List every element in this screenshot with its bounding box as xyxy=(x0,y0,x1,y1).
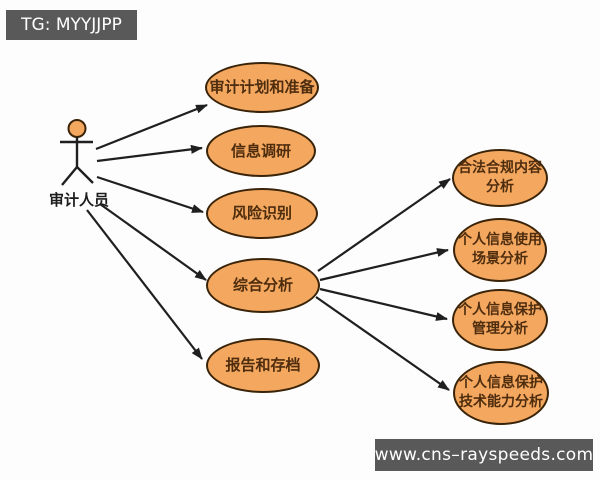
arrow-comprehensive-to-legal-compliance xyxy=(317,178,451,272)
usecase-comprehensive-analysis: 综合分析 xyxy=(206,258,320,313)
arrow-actor-to-audit-planning xyxy=(95,103,208,151)
arrow-actor-to-report-archive xyxy=(86,209,203,360)
usecase-label: 报告和存档 xyxy=(225,356,301,374)
usecase-protection-technical-analysis: 个人信息保护 技术能力分析 xyxy=(453,361,549,425)
arrow-comprehensive-to-protection-technical xyxy=(315,296,450,391)
usecase-label: 个人信息保护 技术能力分析 xyxy=(459,375,543,410)
usecase-risk-identification: 风险识别 xyxy=(206,188,318,239)
arrow-actor-to-comprehensive-analysis xyxy=(99,203,207,281)
usecase-label: 个人信息使用 场景分析 xyxy=(458,232,542,267)
arrow-comprehensive-to-protection-management xyxy=(319,287,448,321)
usecase-label: 综合分析 xyxy=(232,276,293,294)
usecase-info-research: 信息调研 xyxy=(206,125,316,177)
usecase-protection-management-analysis: 个人信息保护 管理分析 xyxy=(452,289,548,351)
actor-label: 审计人员 xyxy=(48,191,109,209)
usecase-label: 审计计划和准备 xyxy=(209,78,315,96)
actor-figure xyxy=(60,119,94,186)
actor-head xyxy=(67,119,87,138)
usecase-label: 信息调研 xyxy=(230,141,291,160)
usecase-legal-compliance-analysis: 合法合规内容 分析 xyxy=(452,149,548,207)
arrow-comprehensive-to-usage-scenario xyxy=(319,248,449,282)
arrow-actor-to-info-research xyxy=(96,144,203,163)
actor-leg-left xyxy=(61,166,78,186)
arrow-actor-to-risk-identification xyxy=(96,175,204,214)
usecase-report-archive: 报告和存档 xyxy=(206,338,320,393)
usecase-usage-scenario-analysis: 个人信息使用 场景分析 xyxy=(453,218,547,282)
actor-leg-right xyxy=(76,166,94,184)
usecase-label: 合法合规内容 分析 xyxy=(458,160,542,195)
usecase-audit-planning: 审计计划和准备 xyxy=(205,62,319,113)
usecase-label: 个人信息保护 管理分析 xyxy=(458,302,542,337)
watermark-top-left: TG: MYYJJPP xyxy=(6,10,137,40)
usecase-label: 风险识别 xyxy=(231,204,292,222)
watermark-bottom-right: www.cns–rayspeeds.com xyxy=(375,439,593,471)
